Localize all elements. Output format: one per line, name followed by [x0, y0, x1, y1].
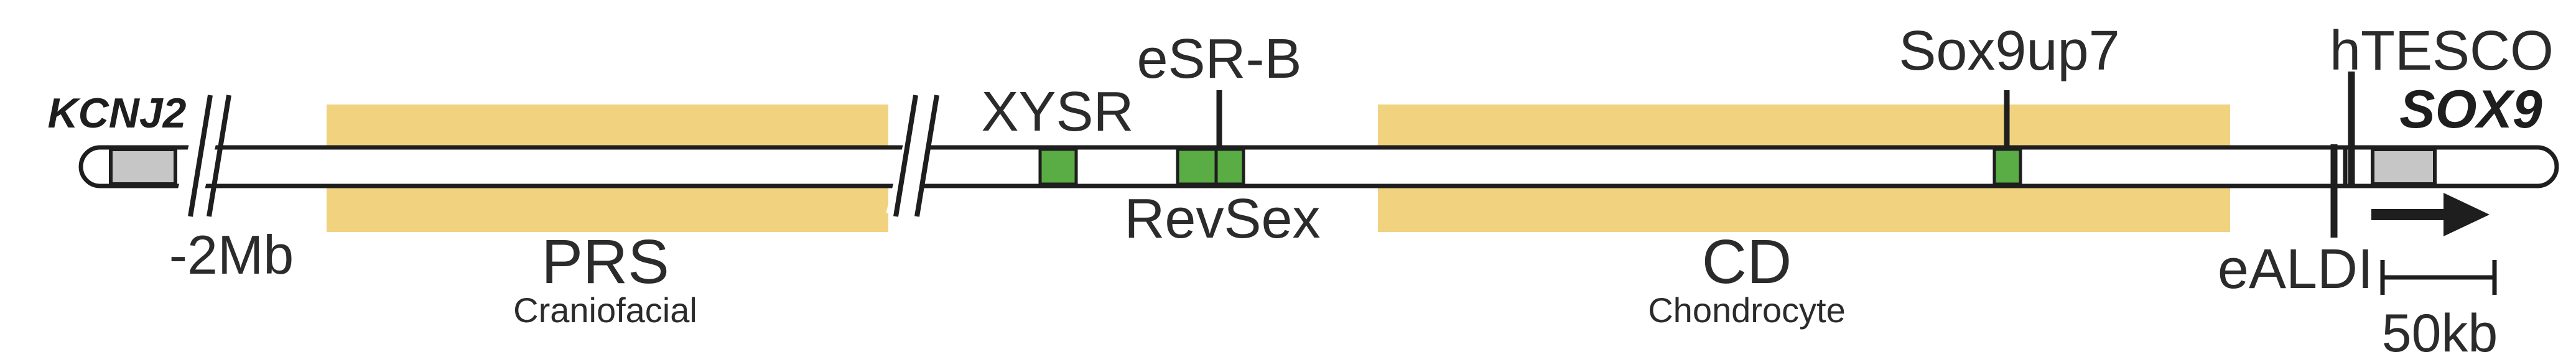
- transcription-arrow: [2371, 193, 2490, 236]
- sox9-gene-box: [2371, 147, 2437, 186]
- sox9-gene-label: SOX9: [2399, 80, 2542, 139]
- esrb-enhancer: [1214, 147, 1245, 186]
- xysr-label: XYSR: [981, 81, 1133, 143]
- axis-break-left: [172, 91, 231, 220]
- axis-break-middle: [886, 91, 942, 220]
- sox9up7-enhancer: [1992, 147, 2022, 186]
- kcnj2-gene-box: [109, 147, 177, 186]
- revsex-enhancer: [1176, 147, 1218, 186]
- prs-region-sublabel: Craniofacial: [513, 290, 697, 330]
- sox9up7-label: Sox9up7: [1899, 20, 2119, 82]
- scale-bar-label: 50kb: [2382, 304, 2498, 362]
- chromosome-bar: [78, 145, 2559, 188]
- prs-region-label: PRS: [541, 227, 669, 297]
- scale-bar: [2380, 260, 2497, 295]
- cd-region-sublabel: Chondrocyte: [1648, 290, 1846, 330]
- xysr-enhancer: [1038, 147, 1078, 186]
- kcnj2-gene-label: KCNJ2: [48, 90, 187, 137]
- ealdi-label: eALDI: [2218, 238, 2373, 300]
- revsex-label: RevSex: [1124, 188, 1320, 250]
- esrb-label: eSR-B: [1137, 28, 1301, 90]
- distance-label: -2Mb: [169, 224, 294, 285]
- htesco-label: hTESCO: [2330, 20, 2554, 82]
- cd-region-label: CD: [1702, 227, 1792, 297]
